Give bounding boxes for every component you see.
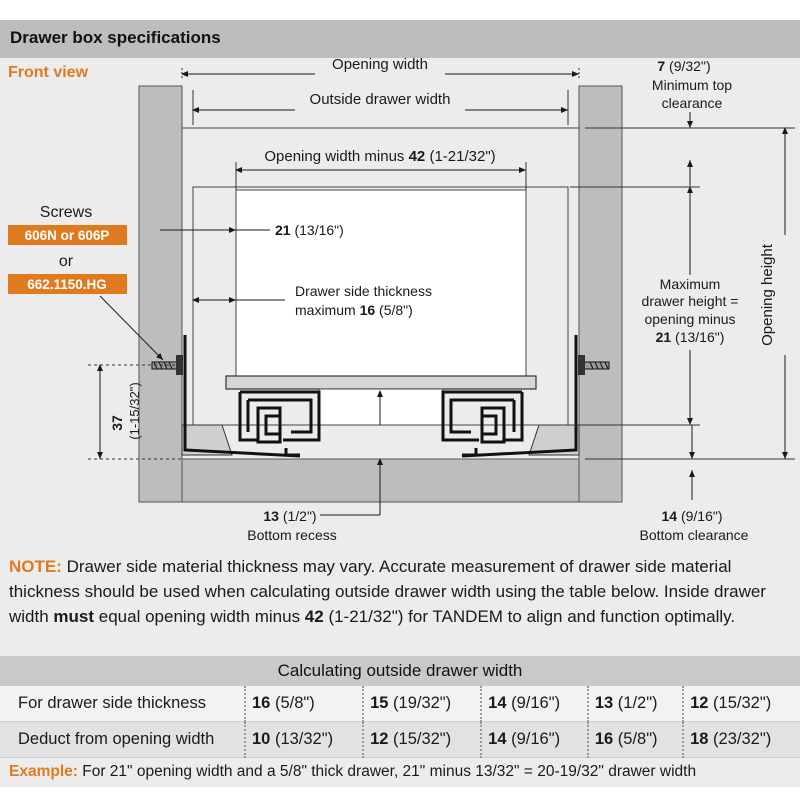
top-clearance-value: 7 (9/32") — [657, 58, 710, 74]
title-bar: Drawer box specifications — [0, 20, 800, 58]
example-label: Example: — [9, 763, 78, 780]
screw-part-2: 662.1150.HG — [27, 277, 107, 292]
max-height-line4: 21 (13/16") — [656, 329, 725, 345]
top-clearance-line3: clearance — [662, 95, 723, 111]
outside-drawer-width-label: Outside drawer width — [310, 91, 451, 108]
opening-minus-label: Opening width minus 42 (1-21/32") — [264, 148, 495, 165]
calc-table: For drawer side thickness 16 (5/8") 15 (… — [0, 686, 800, 758]
screw-part-1: 606N or 606P — [25, 228, 110, 243]
dim-37-value: 37 — [109, 415, 125, 431]
screws-or: or — [59, 253, 74, 270]
max-height-line3: opening minus — [644, 311, 735, 327]
page-title: Drawer box specifications — [10, 28, 221, 47]
table-row: For drawer side thickness 16 (5/8") 15 (… — [0, 686, 800, 722]
drawer-panel — [235, 189, 527, 377]
bottom-recess-line2: Bottom recess — [247, 527, 336, 543]
left-bracket — [181, 335, 301, 458]
screws-label: Screws — [40, 204, 92, 221]
screw-part-badge-2 — [8, 274, 127, 294]
opening-width-label: Opening width — [332, 58, 428, 73]
table-title: Calculating outside drawer width — [0, 656, 800, 686]
row-label: Deduct from opening width — [0, 721, 246, 758]
front-view-diagram: Opening width Outside drawer width Openi… — [0, 58, 800, 550]
table-cell: 16 (5/8") — [587, 721, 685, 758]
bottom-margin — [0, 787, 800, 800]
right-bracket — [461, 335, 580, 458]
left-runner — [238, 390, 321, 457]
top-clearance-line2: Minimum top — [652, 77, 732, 93]
max-height-line1: Maximum — [660, 276, 721, 292]
note-bold-must: must — [53, 607, 95, 626]
screw-part-badge-1 — [8, 225, 127, 245]
table-cell: 14 (9/16") — [481, 686, 589, 722]
note-text-1: Drawer side material thickness may vary.… — [9, 557, 766, 626]
table-cell: 16 (5/8") — [245, 686, 365, 722]
table-cell: 12 (15/32") — [683, 686, 800, 722]
note-text-3: (1-21/32") for TANDEM to align and funct… — [323, 607, 736, 626]
side-thickness-line1: Drawer side thickness — [295, 283, 432, 299]
table-cell: 15 (19/32") — [363, 686, 483, 722]
cabinet-left-side — [138, 85, 183, 503]
note-paragraph: NOTE: Drawer side material thickness may… — [9, 554, 794, 629]
row-label: For drawer side thickness — [0, 686, 246, 722]
drawer-bottom — [225, 375, 537, 390]
bottom-recess-value: 13 (1/2") — [263, 508, 316, 524]
right-screw-icon — [578, 355, 610, 375]
dim-21-label: 21 (13/16") — [275, 222, 344, 238]
example-text: For 21" opening width and a 5/8" thick d… — [77, 763, 697, 780]
table-cell: 13 (1/2") — [587, 686, 685, 722]
bottom-clearance-line2: Bottom clearance — [640, 527, 749, 543]
example-line: Example: For 21" opening width and a 5/8… — [9, 763, 799, 781]
table-row: Deduct from opening width 10 (13/32") 12… — [0, 721, 800, 758]
dim-37-sub: (1-15/32") — [127, 382, 142, 439]
table-cell: 18 (23/32") — [683, 721, 800, 758]
table-cell: 10 (13/32") — [245, 721, 365, 758]
bottom-clearance-value: 14 (9/16") — [661, 508, 722, 524]
cabinet-right-side — [578, 85, 623, 503]
front-view-label: Front view — [8, 64, 89, 81]
table-cell: 12 (15/32") — [363, 721, 483, 758]
side-thickness-line2: maximum 16 (5/8") — [295, 302, 413, 318]
note-bold-42: 42 — [304, 607, 324, 626]
table-cell: 14 (9/16") — [481, 721, 589, 758]
max-height-line2: drawer height = — [642, 293, 739, 309]
opening-height-label: Opening height — [759, 243, 776, 346]
note-label: NOTE: — [9, 557, 62, 576]
top-margin — [0, 0, 800, 20]
note-text-2: equal opening width minus — [94, 607, 305, 626]
